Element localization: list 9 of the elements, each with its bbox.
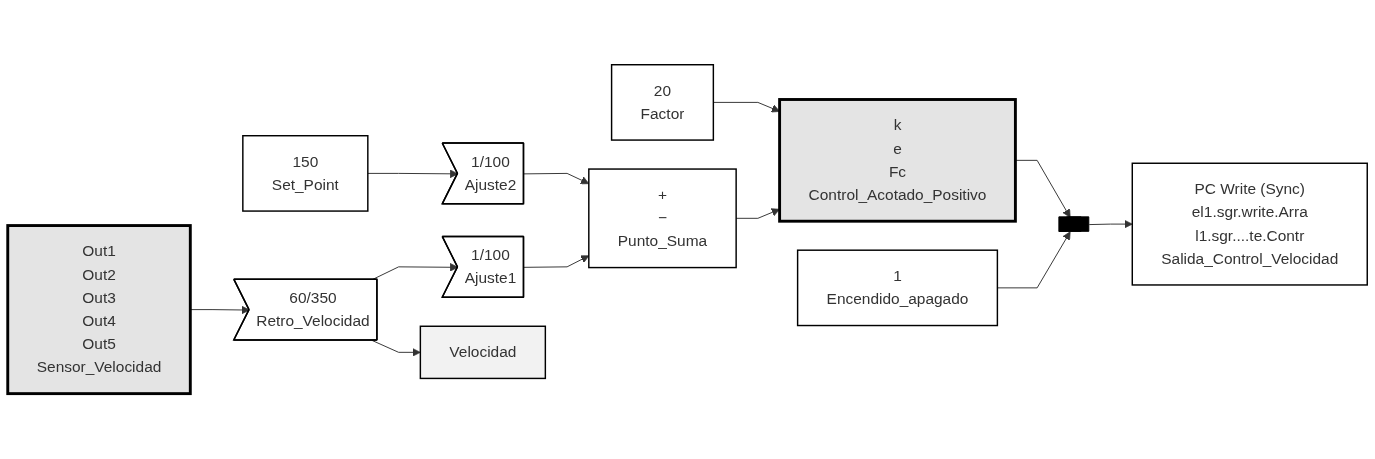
- node-box: Out1 Out2 Out3 Out4 Out5 Sensor_Velocidad: [6, 224, 192, 396]
- node-box: 20 Factor: [610, 64, 715, 142]
- node-box: PC Write (Sync) el1.sgr.write.Arra l1.sgr....te.Contr Salida_Control_Velocidad: [1131, 162, 1368, 286]
- node-box: + − Punto_Suma: [588, 168, 737, 269]
- node-box: 150 Set_Point: [242, 135, 369, 213]
- node-box: Velocidad: [419, 325, 547, 380]
- node-bar: [1058, 216, 1090, 233]
- node-box: k e Fc Control_Acotado_Positivo: [778, 98, 1017, 223]
- node-box: 1 Encendido_apagado: [796, 249, 999, 327]
